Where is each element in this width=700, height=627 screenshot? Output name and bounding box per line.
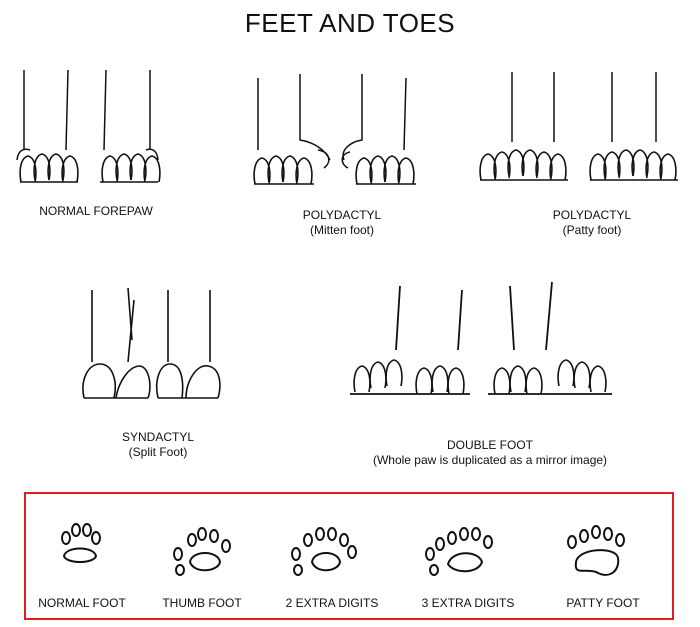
paw-print-frame	[24, 492, 674, 620]
normal-forepaw-caption: NORMAL FOREPAW	[20, 204, 172, 219]
normal-forepaw-label: NORMAL FOREPAW	[39, 204, 153, 218]
normal-forepaw-drawing	[16, 69, 161, 183]
three-extra-digits-label: 3 EXTRA DIGITS	[421, 596, 515, 610]
polydactyl-mitten-sub: (Mitten foot)	[309, 223, 375, 237]
two-extra-digits-label: 2 EXTRA DIGITS	[285, 596, 379, 610]
syndactyl-caption: SYNDACTYL (Split Foot)	[78, 430, 238, 460]
two-extra-digits-print	[291, 527, 357, 576]
double-foot-caption: DOUBLE FOOT (Whole paw is duplicated as …	[340, 438, 640, 468]
three-extra-digits-print	[425, 527, 493, 576]
syndactyl-label: SYNDACTYL	[121, 430, 195, 444]
thumb-foot-label: THUMB FOOT	[162, 596, 242, 610]
polydactyl-patty-label: POLYDACTYL	[552, 208, 632, 222]
polydactyl-mitten-label: POLYDACTYL	[302, 208, 382, 222]
polydactyl-mitten-drawing	[253, 74, 416, 185]
normal-foot-print	[61, 523, 101, 563]
double-foot-label: DOUBLE FOOT	[446, 438, 533, 452]
polydactyl-patty-drawing	[479, 72, 678, 181]
thumb-foot-print	[173, 527, 231, 576]
normal-foot-label: NORMAL FOOT	[38, 596, 126, 610]
syndactyl-sub: (Split Foot)	[128, 445, 188, 459]
polydactyl-patty-sub: (Patty foot)	[562, 223, 622, 237]
double-foot-drawing	[350, 281, 612, 395]
page-title: FEET AND TOES	[244, 8, 456, 38]
syndactyl-drawing	[82, 287, 221, 399]
patty-foot-label: PATTY FOOT	[566, 596, 640, 610]
double-foot-sub: (Whole paw is duplicated as a mirror ima…	[372, 453, 608, 467]
polydactyl-patty-caption: POLYDACTYL (Patty foot)	[512, 208, 672, 238]
polydactyl-mitten-caption: POLYDACTYL (Mitten foot)	[262, 208, 422, 238]
patty-foot-print	[567, 525, 625, 576]
